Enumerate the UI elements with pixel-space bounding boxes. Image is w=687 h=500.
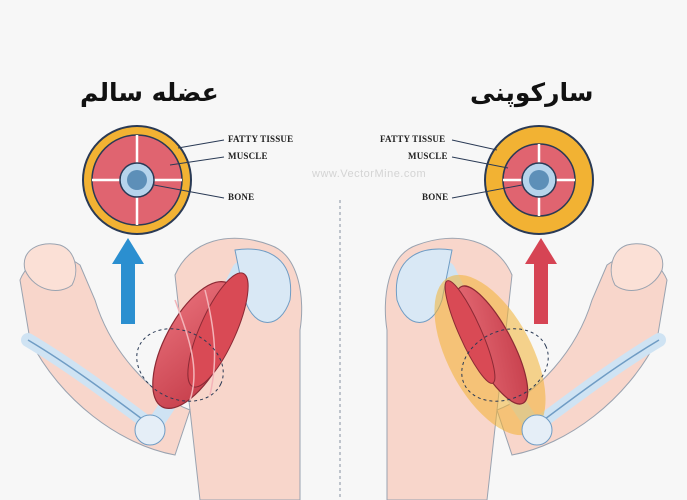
sarcopenia-up-arrow	[525, 238, 557, 324]
healthy-up-arrow	[112, 238, 144, 324]
sarcopenia-arm-illustration	[384, 237, 668, 500]
healthy-bone-inner	[127, 170, 147, 190]
healthy-muscle-title: عضله سالم	[80, 78, 219, 107]
healthy-fatty-tissue-label: FATTY TISSUE	[228, 134, 294, 144]
sarcopenia-bone-inner	[529, 170, 549, 190]
healthy-cross-section	[82, 125, 225, 235]
healthy-muscle-label: MUSCLE	[228, 151, 268, 161]
sarcopenia-cross-section	[451, 125, 594, 235]
healthy-bone-label: BONE	[228, 192, 255, 202]
sarcopenia-bone-label: BONE	[422, 192, 449, 202]
watermark-text: www.VectorMine.com	[312, 168, 427, 180]
healthy-arm-illustration	[19, 237, 303, 500]
sarcopenia-title: سارکوپنی	[470, 78, 594, 107]
sarcopenia-fatty-tissue-label: FATTY TISSUE	[380, 134, 446, 144]
sarcopenia-muscle-label: MUSCLE	[408, 151, 448, 161]
